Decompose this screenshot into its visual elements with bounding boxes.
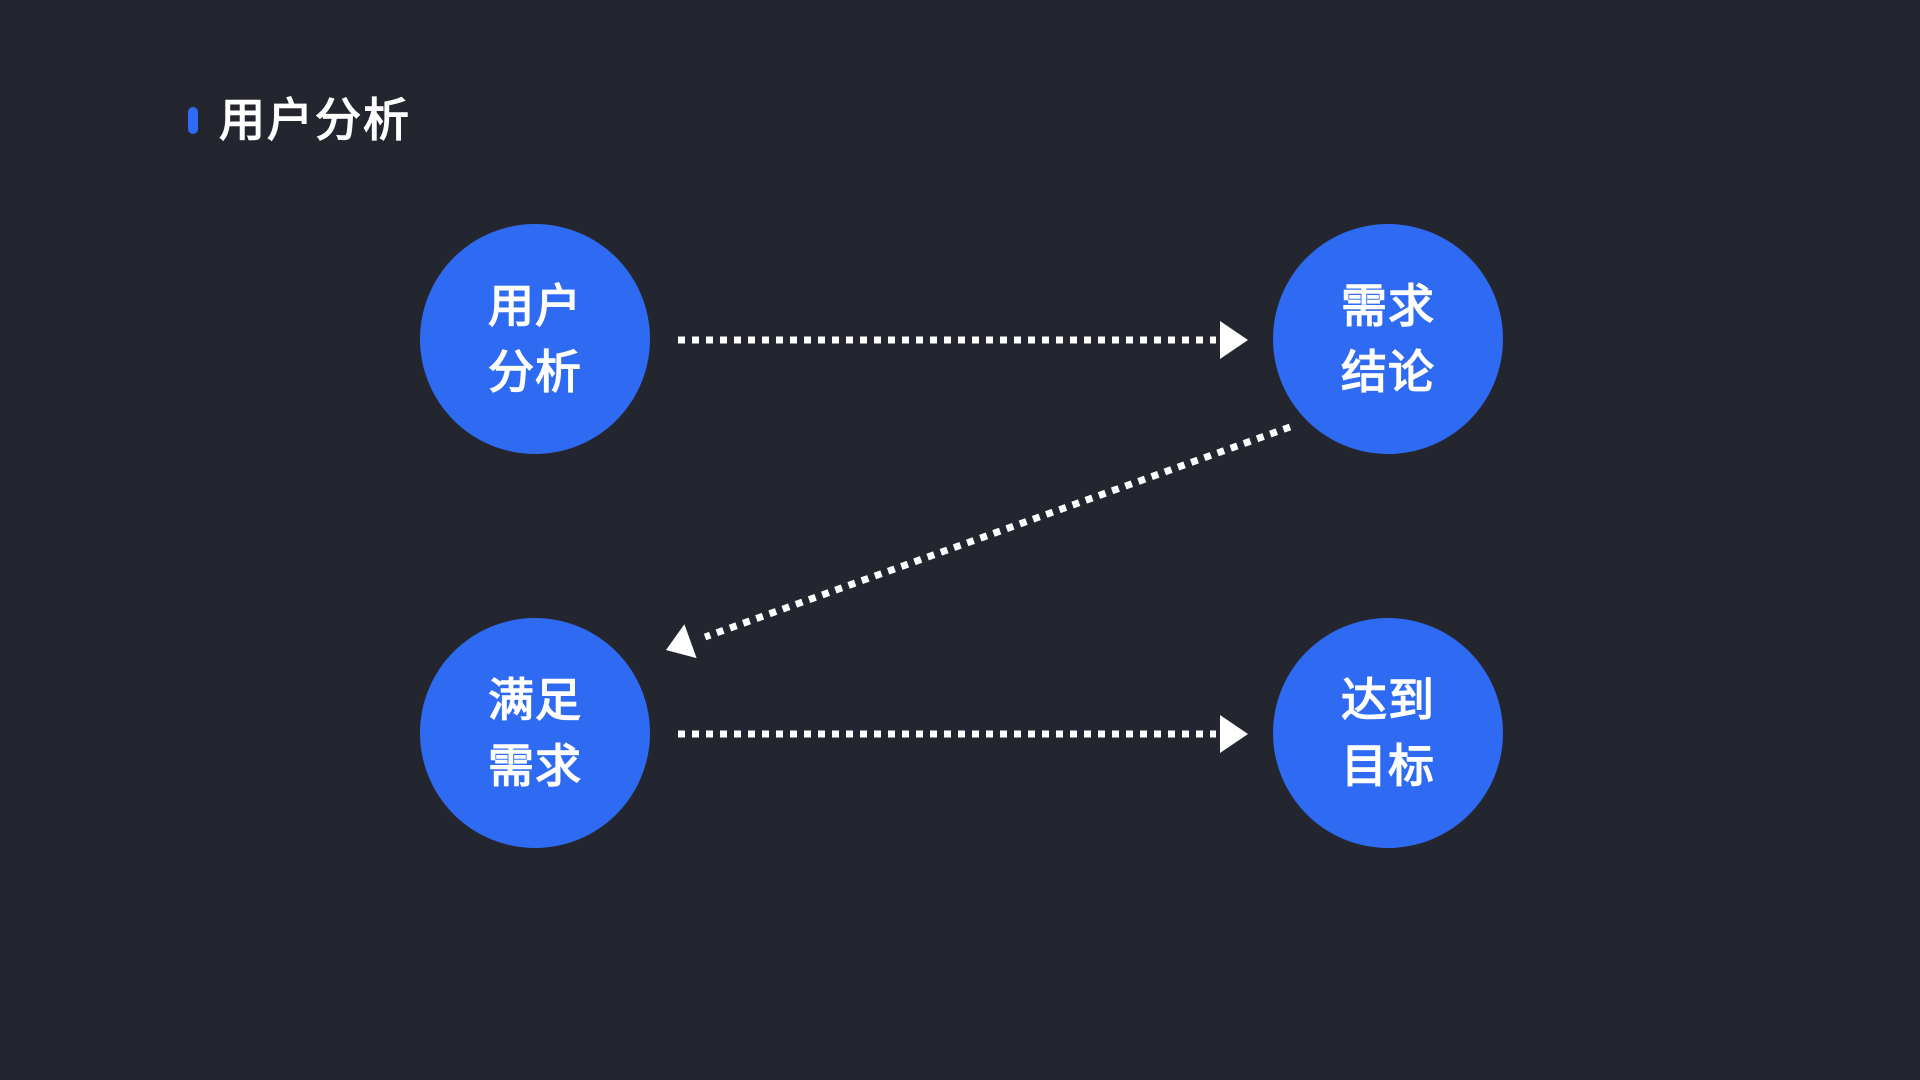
node-satisfy-needs: 满足 需求 [420, 618, 650, 848]
node-label-line2: 目标 [1341, 740, 1435, 792]
slide-header: 用户分析 [188, 94, 411, 146]
arrowhead-right-icon [1220, 321, 1248, 359]
node-requirement-conclusion: 需求 结论 [1273, 224, 1503, 454]
node-label: 满足 需求 [488, 667, 582, 799]
arrowhead-right-icon [1220, 715, 1248, 753]
node-achieve-goal: 达到 目标 [1273, 618, 1503, 848]
edge-user-analysis-to-requirement-conclusion [678, 321, 1248, 359]
dotted-line [703, 423, 1292, 641]
node-label-line1: 用户 [488, 280, 582, 332]
node-label-line1: 需求 [1341, 280, 1435, 332]
page-title: 用户分析 [219, 94, 411, 146]
node-label-line2: 需求 [488, 740, 582, 792]
node-label-line2: 结论 [1341, 346, 1435, 398]
edge-satisfy-needs-to-achieve-goal [678, 715, 1248, 753]
node-label-line1: 满足 [488, 674, 582, 726]
node-label-line1: 达到 [1341, 674, 1435, 726]
node-label: 达到 目标 [1341, 667, 1435, 799]
edge-requirement-conclusion-to-satisfy-needs [666, 423, 1292, 659]
node-user-analysis: 用户 分析 [420, 224, 650, 454]
arrowhead-down-left-icon [666, 624, 697, 659]
node-label-line2: 分析 [488, 346, 582, 398]
node-label: 需求 结论 [1341, 273, 1435, 405]
title-accent-bar [188, 106, 198, 134]
node-label: 用户 分析 [488, 273, 582, 405]
